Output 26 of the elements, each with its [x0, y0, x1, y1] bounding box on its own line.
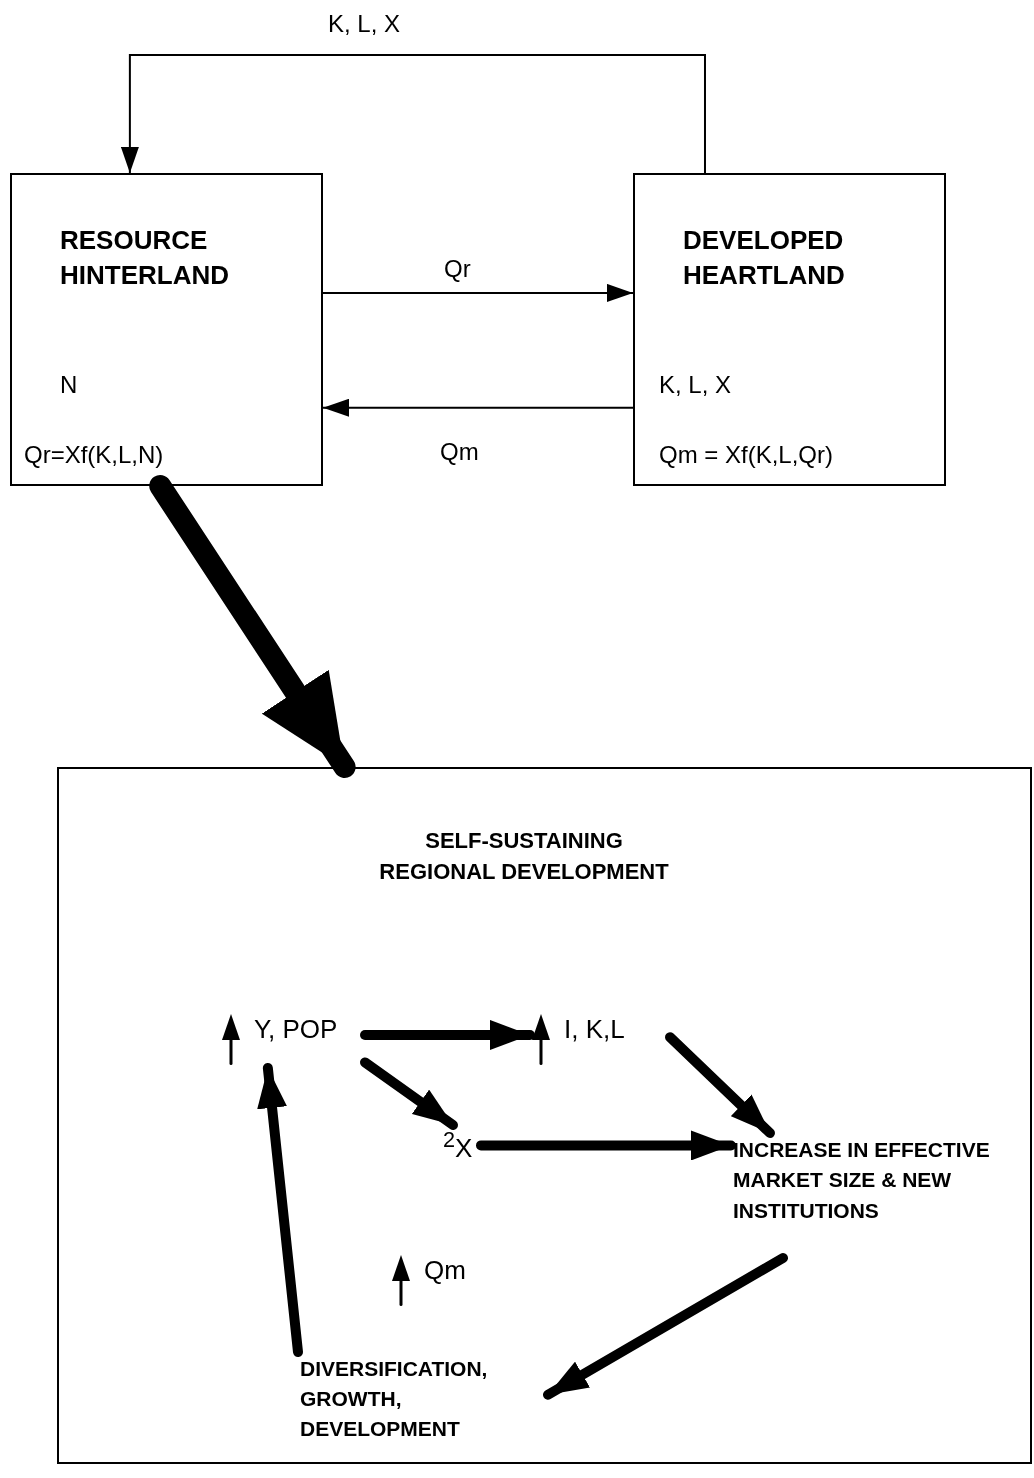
heading: DEVELOPED HEARTLAND: [683, 224, 846, 293]
arrow: [322, 398, 634, 417]
arrow: [665, 1032, 775, 1138]
heading: DIVERSIFICATION, GROWTH, DEVELOPMENT: [300, 1356, 489, 1442]
arrow: [360, 1019, 535, 1050]
formula: Qr=Xf(K,L,N): [24, 441, 164, 470]
variable-label: Y, POP: [254, 1014, 338, 1044]
variable-label: K, L, X: [659, 371, 732, 400]
heading: SELF-SUSTAINING REGIONAL DEVELOPMENT: [379, 827, 669, 887]
process-box: [10, 173, 323, 486]
arrow: [149, 475, 356, 778]
arrow: [322, 283, 634, 302]
variable-label: $^{2}$X: [443, 1127, 473, 1164]
heading: RESOURCE HINTERLAND: [60, 224, 230, 293]
arrow: [543, 1253, 788, 1400]
variable-label: Qm: [424, 1255, 466, 1285]
heading: INCREASE IN EFFECTIVE MARKET SIZE & NEW INSTITUTIONS: [733, 1137, 991, 1224]
arrow: [120, 54, 706, 174]
process-box: [633, 173, 946, 486]
formula: Qm = Xf(K,L,Qr): [659, 441, 834, 470]
arrow: [257, 1063, 303, 1357]
variable-label: I, K,L: [564, 1014, 625, 1044]
process-box: [57, 767, 1032, 1464]
arrow: [476, 1130, 736, 1161]
arrow: [360, 1057, 458, 1130]
variable-label: N: [60, 371, 78, 400]
